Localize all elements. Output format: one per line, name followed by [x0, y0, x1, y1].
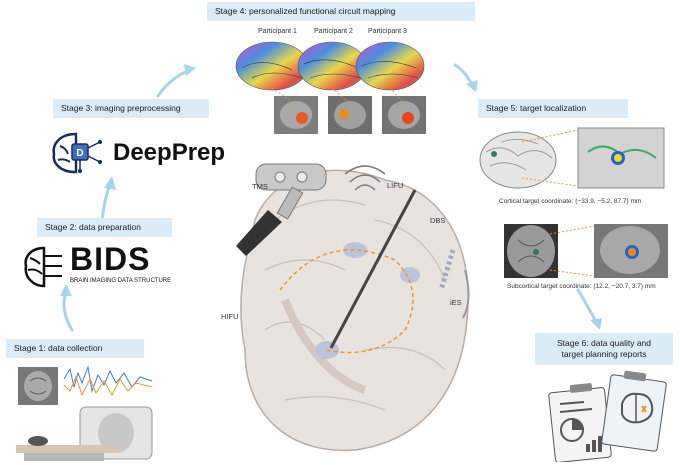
tms-label: TMS [252, 182, 268, 191]
stage-6-line1: Stage 6: data quality and [556, 338, 652, 348]
stage-4-label: Stage 4: personalized functional circuit… [207, 2, 475, 21]
bids-brain-icon [24, 246, 62, 288]
stage-1-label: Stage 1: data collection [6, 339, 144, 358]
bids-logo-subtitle: BRAIN IMAGING DATA STRUCTURE [70, 278, 172, 284]
stage-5-label: Stage 5: target localization [478, 99, 628, 118]
participant-1-label: Participant 1 [258, 28, 297, 35]
mri-slices [274, 96, 426, 134]
participant-1-brain [235, 41, 309, 91]
dbs-label: DBS [430, 216, 446, 225]
deepprep-logo-text: DeepPrep [113, 139, 226, 166]
lifu-label: LIFU [387, 181, 404, 190]
subcortical-target-images [504, 224, 668, 278]
participant-brain-maps [235, 41, 426, 134]
subcortical-target-text: Subcortical target coordinate: (12.2, −2… [507, 283, 656, 290]
clipboard-data-report [548, 383, 612, 462]
ies-label: iES [450, 298, 462, 307]
central-brain-illustration [240, 165, 470, 452]
cortical-target-text: Cortical target coordinate: (−33.9, −5.2… [499, 198, 642, 205]
svg-text:D: D [76, 148, 83, 159]
participant-3-brain [355, 41, 425, 91]
participant-3-label: Participant 3 [368, 28, 407, 35]
participant-2-label: Participant 2 [314, 28, 353, 35]
stage-3-label: Stage 3: imaging preprocessing [53, 99, 209, 118]
data-collection-illustration [16, 365, 153, 461]
tms-coil-icon [236, 163, 327, 256]
deepprep-brain-icon: D [52, 132, 102, 174]
hifu-label: HIFU [221, 312, 239, 321]
stage-2-label: Stage 2: data preparation [37, 218, 172, 237]
report-clipboards [548, 370, 667, 462]
clipboard-target-plan [601, 370, 667, 452]
cortical-target-images [479, 127, 665, 189]
bids-logo-text: BIDS [70, 241, 151, 277]
stage-6-line2: target planning reports [561, 349, 647, 359]
stage-6-label: Stage 6: data quality and target plannin… [535, 333, 673, 365]
